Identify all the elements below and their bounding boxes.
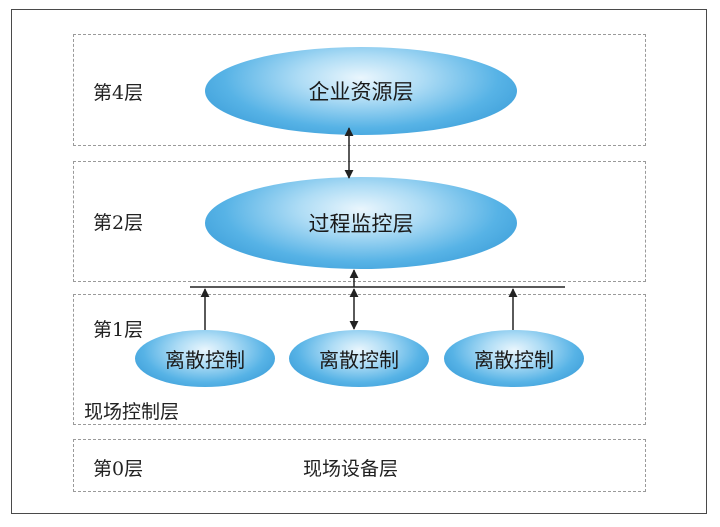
diagram-frame: [11, 9, 707, 514]
layer-0-label: 第0层: [93, 458, 144, 480]
layer-2-box: [73, 161, 646, 282]
layer-1-label: 第1层: [93, 319, 144, 341]
discrete-control-node-2: 离散控制: [289, 330, 429, 387]
enterprise-resource-node: 企业资源层: [205, 47, 517, 135]
discrete-control-node-3: 离散控制: [444, 330, 584, 387]
discrete-control-node-1: 离散控制: [135, 330, 275, 387]
process-monitoring-node: 过程监控层: [205, 177, 517, 269]
layer-4-box: [73, 34, 646, 146]
layer-4-label: 第4层: [93, 82, 144, 104]
layer-2-label: 第2层: [93, 212, 144, 234]
field-control-layer-label: 现场控制层: [84, 401, 180, 423]
layer-0-box: [73, 439, 646, 492]
field-device-layer-label: 现场设备层: [303, 458, 399, 480]
layer-1-box: [73, 294, 646, 425]
